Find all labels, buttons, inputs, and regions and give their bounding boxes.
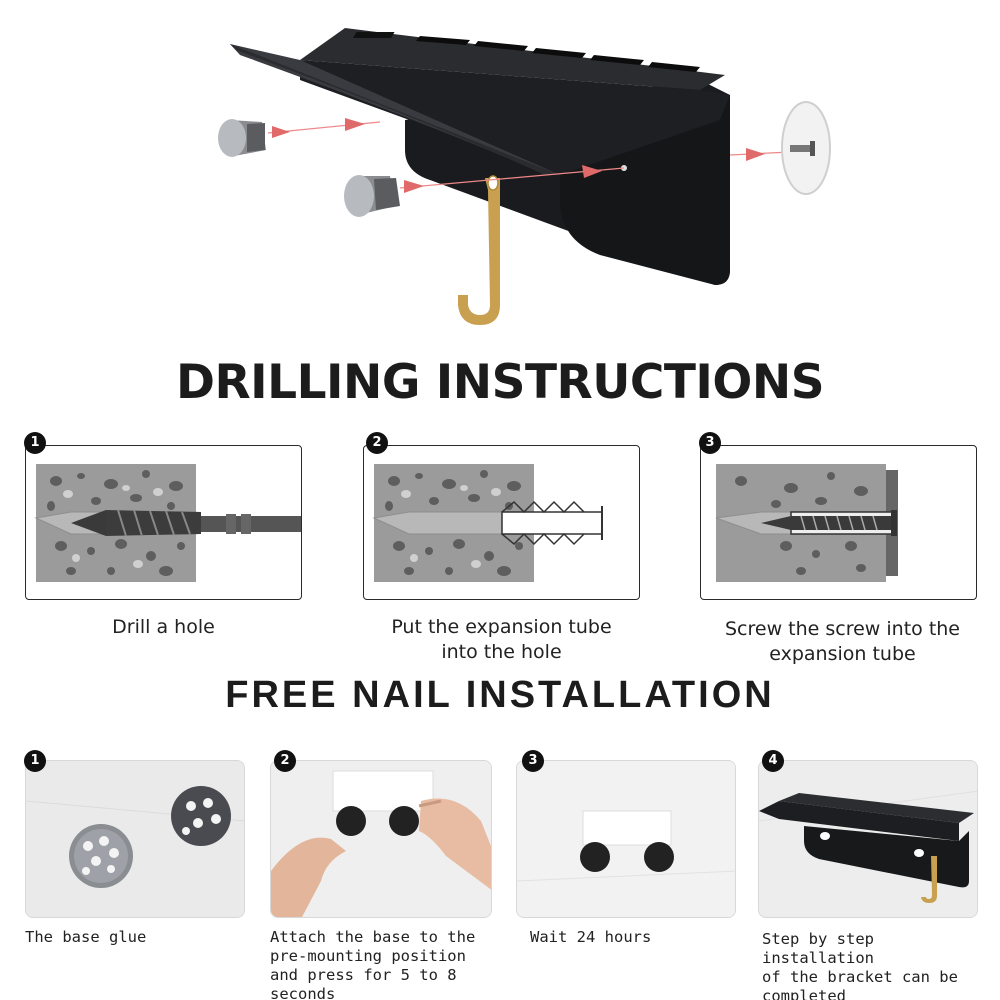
caption-line: pre-mounting position bbox=[270, 947, 466, 965]
shelf-product-illustration bbox=[218, 28, 831, 325]
free-nail-installation-title: FREE NAIL INSTALLATION bbox=[225, 674, 775, 716]
caption-line: The base glue bbox=[25, 928, 147, 946]
drilling-instructions-title: DRILLING INSTRUCTIONS bbox=[175, 355, 825, 410]
free-step-2-photo bbox=[270, 760, 492, 918]
free-step-badge: 2 bbox=[274, 750, 296, 772]
caption-line: and press for 5 to 8 seconds bbox=[270, 966, 457, 1000]
hook-icon bbox=[458, 175, 500, 325]
free-step-badge: 4 bbox=[762, 750, 784, 772]
free-step-badge: 3 bbox=[522, 750, 544, 772]
drill-step-2-panel bbox=[363, 445, 640, 600]
drill-step-1-panel bbox=[25, 445, 302, 600]
expansion-tube-icon bbox=[372, 464, 603, 582]
screw-icon bbox=[781, 101, 831, 195]
free-step-2-caption: Attach the base to the pre-mounting posi… bbox=[270, 928, 530, 1000]
drill-step-badge: 2 bbox=[366, 432, 388, 454]
drill-bit-icon bbox=[34, 464, 301, 582]
free-step-1-caption: The base glue bbox=[25, 928, 255, 947]
drill-step-1-caption: Drill a hole bbox=[25, 615, 302, 640]
free-step-3-photo bbox=[516, 760, 736, 918]
drill-step-3-panel bbox=[700, 445, 977, 600]
drill-step-3-caption: Screw the screw into the expansion tube bbox=[700, 617, 985, 667]
free-step-badge: 1 bbox=[24, 750, 46, 772]
caption-line: Put the expansion tube bbox=[391, 616, 612, 638]
free-step-3-caption: Wait 24 hours bbox=[530, 928, 740, 947]
caption-line: into the hole bbox=[441, 641, 562, 663]
caption-line: completed bbox=[762, 987, 846, 1000]
caption-line: expansion tube bbox=[769, 643, 916, 665]
free-step-1-photo bbox=[25, 760, 245, 918]
anchor-plug-icon bbox=[218, 119, 266, 157]
anchor-plug-icon bbox=[344, 175, 400, 217]
caption-line: of the bracket can be bbox=[762, 968, 958, 986]
screw-icon bbox=[715, 464, 898, 582]
caption-line: Screw the screw into the bbox=[724, 618, 960, 640]
caption-line: Attach the base to the bbox=[270, 928, 476, 946]
free-step-4-caption: Step by step installation of the bracket… bbox=[762, 930, 994, 1000]
drill-step-badge: 3 bbox=[699, 432, 721, 454]
drill-step-2-caption: Put the expansion tube into the hole bbox=[363, 615, 640, 665]
caption-line: Step by step installation bbox=[762, 930, 874, 967]
free-step-4-photo bbox=[758, 760, 978, 918]
caption-line: Wait 24 hours bbox=[530, 928, 652, 946]
caption-line: Drill a hole bbox=[112, 616, 215, 638]
drill-step-badge: 1 bbox=[24, 432, 46, 454]
